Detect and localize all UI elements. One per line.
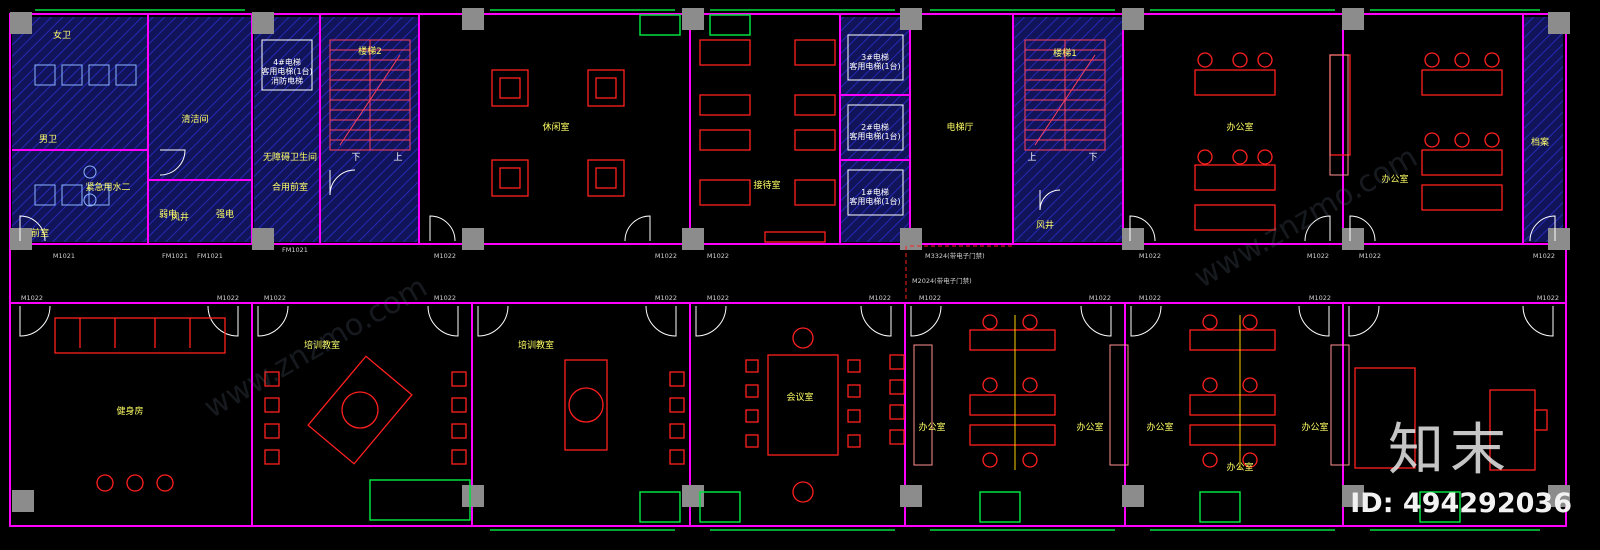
- stairs: [329, 39, 1106, 151]
- door-tag: M1022: [1139, 294, 1161, 302]
- room-label-r18: 培训教室: [304, 339, 340, 351]
- room-label-r8: 合用前室: [272, 181, 308, 193]
- stair-direction-labels: 下 上 上 下: [351, 152, 1097, 163]
- door-tag: M1022: [1359, 252, 1381, 260]
- door-tag: M1022: [707, 252, 729, 260]
- room-label-r17: 健身房: [116, 405, 143, 417]
- door-tag: FM1021: [197, 252, 223, 260]
- room-label-r24: 办公室: [1301, 421, 1328, 433]
- door-tag: M1021: [53, 252, 75, 260]
- door-tag: M1022: [434, 252, 456, 260]
- elevator-labels: 3#电梯客用电梯(1台) 2#电梯客用电梯(1台) 1#电梯客用电梯(1台) 4…: [261, 52, 900, 206]
- stair1-up: 上: [1027, 152, 1036, 163]
- door-tag: FM1021: [162, 252, 188, 260]
- room-label-r14: 办公室: [1226, 121, 1253, 133]
- room-label-r15: 办公室: [1381, 173, 1408, 185]
- room-label-r19: 培训教室: [518, 339, 554, 351]
- room-label-r9: 楼梯2: [358, 45, 382, 57]
- windows: [35, 9, 1540, 531]
- room-label-r2: 男卫: [39, 134, 57, 145]
- door-tag: M1022: [1537, 294, 1559, 302]
- structural-columns: [10, 8, 1570, 512]
- door-tag: M1022: [655, 252, 677, 260]
- desk-partitions: [1014, 315, 1241, 470]
- storage-cabinets: [913, 54, 1350, 466]
- door-tag: M1022: [264, 294, 286, 302]
- room-label-r6: 无障碍卫生间: [263, 151, 317, 163]
- door-tag: M1022: [919, 294, 941, 302]
- room-label-r10: 休闲室: [542, 121, 569, 133]
- room-label-r13: 楼梯1: [1053, 47, 1077, 59]
- room-label-r11: 接待室: [753, 179, 780, 191]
- door-tag: M1022: [707, 294, 729, 302]
- room-label-r23: 办公室: [1146, 421, 1173, 433]
- room-label-r5: 前室: [31, 227, 49, 239]
- door-tag: M1022: [1309, 294, 1331, 302]
- door-tag: M1022: [655, 294, 677, 302]
- watermark-id: ID: 494292036: [1350, 488, 1572, 519]
- room-label-r26: 弱电: [159, 208, 177, 220]
- door-tag: M1022: [217, 294, 239, 302]
- watermark-logo: 知末: [1388, 418, 1512, 483]
- corridor-note-n1: M3324(带电子门禁): [925, 251, 985, 260]
- door-tag: M1022: [21, 294, 43, 302]
- stair1-down: 下: [1088, 153, 1097, 163]
- room-labels: 女卫 男卫 清洁间 紧急用水二 前室 无障碍卫生间 风井 合用前室 楼梯2 休闲…: [31, 29, 1549, 473]
- door-tag: M1022: [1089, 294, 1111, 302]
- stair2-down: 下: [351, 153, 360, 163]
- room-label-r28: 风井: [1036, 219, 1054, 231]
- room-label-r22: 办公室: [1076, 421, 1103, 433]
- corridor-notes: M3324(带电子门禁) M2024(带电子门禁): [912, 251, 985, 285]
- room-label-r21: 办公室: [918, 421, 945, 433]
- corridor-note-n2: M2024(带电子门禁): [912, 276, 972, 285]
- room-label-r25: 办公室: [1226, 461, 1253, 473]
- door-tag: M1022: [434, 294, 456, 302]
- elevator-label-e4: 4#电梯客用电梯(1台)消防电梯: [261, 57, 312, 85]
- room-label-r4: 紧急用水二: [85, 181, 130, 193]
- room-label-r27: 强电: [216, 208, 234, 220]
- fire-shutter-line: [905, 245, 1013, 302]
- room-label-r7: 风井: [171, 211, 189, 223]
- doors: [19, 149, 1556, 337]
- door-tag: M1022: [1139, 252, 1161, 260]
- room-label-r20: 会议室: [786, 391, 813, 403]
- elevator-label-e1: 3#电梯客用电梯(1台): [849, 52, 900, 71]
- furniture-lower: [54, 314, 1548, 503]
- door-tag: M1022: [869, 294, 891, 302]
- toilet-fixtures: [34, 64, 137, 207]
- elevator-label-e2: 2#电梯客用电梯(1台): [849, 122, 900, 141]
- door-tags: M1021 FM1021 FM1021 FM1021 M1022 M1022 M…: [21, 246, 1559, 302]
- stair2-up: 上: [393, 152, 402, 163]
- room-label-r1: 女卫: [53, 29, 71, 41]
- room-label-r3: 清洁间: [181, 113, 208, 125]
- elevator-label-e3: 1#电梯客用电梯(1台): [849, 187, 900, 206]
- door-tag: M1022: [1533, 252, 1555, 260]
- door-tag: M1022: [1307, 252, 1329, 260]
- elevator-shafts: [261, 34, 904, 216]
- door-tag: FM1021: [282, 246, 308, 254]
- room-label-r16: 档案: [1531, 136, 1549, 148]
- room-label-r12: 电梯厅: [946, 121, 973, 133]
